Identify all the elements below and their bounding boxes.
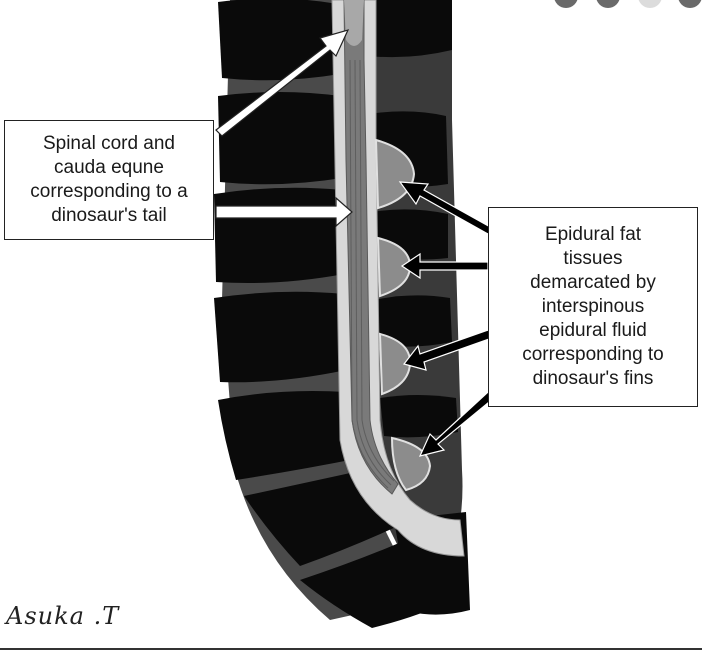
strand-3	[359, 59, 395, 482]
conus-tip	[344, 0, 364, 46]
epidural-fat-label-line-6: corresponding to	[522, 344, 664, 365]
artist-signature: Asuka .T	[6, 602, 120, 630]
spinal-cord-label-line-3: corresponding to a	[30, 181, 188, 202]
black-arrow-3	[402, 329, 493, 371]
cauda-equina-strands	[349, 59, 395, 489]
epidural-fat-label-line-2: tissues	[563, 248, 623, 269]
vertebra-5	[218, 391, 360, 480]
bottom-divider	[0, 648, 702, 650]
top-dot-2	[596, 0, 620, 8]
epidural-fat-label-line-4: interspinous	[541, 296, 645, 317]
epidural-fat-label-line-7: dinosaur's fins	[532, 368, 654, 389]
spinous-5	[380, 395, 458, 438]
white-arrows	[215, 29, 353, 228]
spinal-cord-label: Spinal cord and cauda equne correspondin…	[4, 120, 214, 240]
sacrum-1	[244, 470, 398, 566]
top-dots	[554, 0, 702, 8]
black-arrow-4	[418, 391, 495, 457]
top-dot-4	[678, 0, 702, 8]
black-arrows	[398, 181, 495, 457]
fat-pad-4	[390, 436, 432, 492]
top-dot-1	[554, 0, 578, 8]
fat-pad-1	[374, 138, 416, 210]
top-dot-3	[638, 0, 662, 8]
spinous-1	[368, 0, 452, 58]
vertebra-4	[214, 291, 346, 383]
spinal-cord-label-line-1: Spinal cord and	[42, 133, 176, 154]
strand-2	[354, 59, 392, 486]
black-arrow-1	[398, 181, 493, 235]
spinal-cord-label-line-4: dinosaur's tail	[51, 205, 167, 226]
vertebra-3	[214, 187, 344, 283]
white-arrow-lower	[215, 196, 353, 228]
vertebra-2	[218, 92, 342, 185]
epidural-fat-label-line-3: demarcated by	[530, 272, 656, 293]
spinal-cord-label-line-2: cauda equne	[54, 157, 164, 178]
epidural-fat-label: Epidural fat tissues demarcated by inter…	[488, 207, 698, 407]
black-arrow-2	[400, 252, 489, 280]
epidural-fat-label-line-5: epidural fluid	[539, 320, 647, 341]
spinous-4	[374, 295, 452, 347]
epidural-fat-label-line-1: Epidural fat	[544, 224, 642, 245]
white-arrow-upper	[215, 29, 350, 137]
strand-1	[349, 59, 389, 489]
